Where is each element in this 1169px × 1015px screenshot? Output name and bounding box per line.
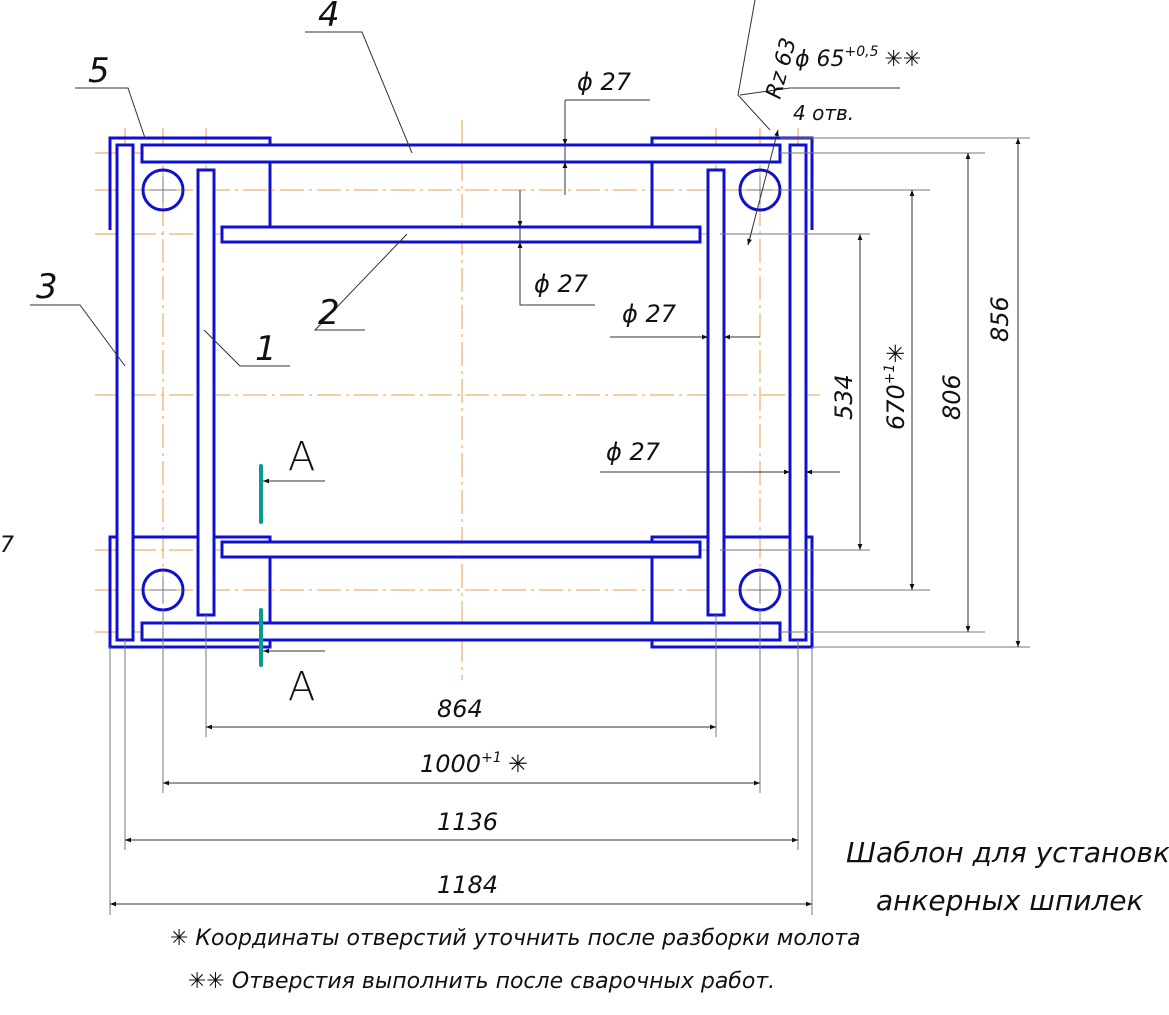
bar-dim-middle: ϕ 27	[534, 270, 589, 298]
note-2: ✳✳ Отверстия выполнить после сварочных р…	[188, 969, 775, 994]
part-label-3: 3	[36, 267, 58, 307]
dim-670: 670+1✳	[882, 343, 910, 430]
title-line-1: Шаблон для установки	[846, 836, 1169, 869]
dim-856: 856	[986, 296, 1014, 342]
dim-1184: 1184	[437, 871, 498, 899]
bar-dim-top: ϕ 27	[577, 68, 632, 96]
bar-dim-outer: ϕ 27	[606, 438, 661, 466]
dim-806: 806	[938, 374, 966, 420]
bar-diameter-dims	[517, 99, 840, 475]
hole-diameter: ϕ 65+0,5✳✳	[795, 44, 921, 72]
bar-dim-right: ϕ 27	[622, 300, 677, 328]
dim-1000: 1000+1✳	[420, 750, 528, 778]
dim-1136: 1136	[437, 808, 498, 836]
part-leaders	[30, 0, 900, 367]
dim-864: 864	[437, 695, 483, 723]
section-a-marks	[259, 464, 325, 667]
corner-plates	[108, 136, 814, 649]
section-label-bottom: А	[288, 664, 315, 710]
title-line-2: анкерных шпилек	[876, 884, 1144, 917]
part-label-4: 4	[318, 0, 340, 35]
part-label-5: 5	[88, 51, 110, 91]
note-1: ✳ Координаты отверстий уточнить после ра…	[170, 926, 861, 951]
bars	[115, 143, 808, 642]
vertical-dims	[720, 137, 1030, 648]
part-label-1: 1	[255, 329, 277, 369]
edge-fragment: 7	[0, 533, 14, 558]
section-label-top: А	[288, 434, 315, 480]
dim-534: 534	[830, 374, 858, 420]
horizontal-dims	[109, 610, 813, 915]
part-label-2: 2	[318, 293, 340, 333]
hole-count: 4 отв.	[793, 101, 854, 125]
